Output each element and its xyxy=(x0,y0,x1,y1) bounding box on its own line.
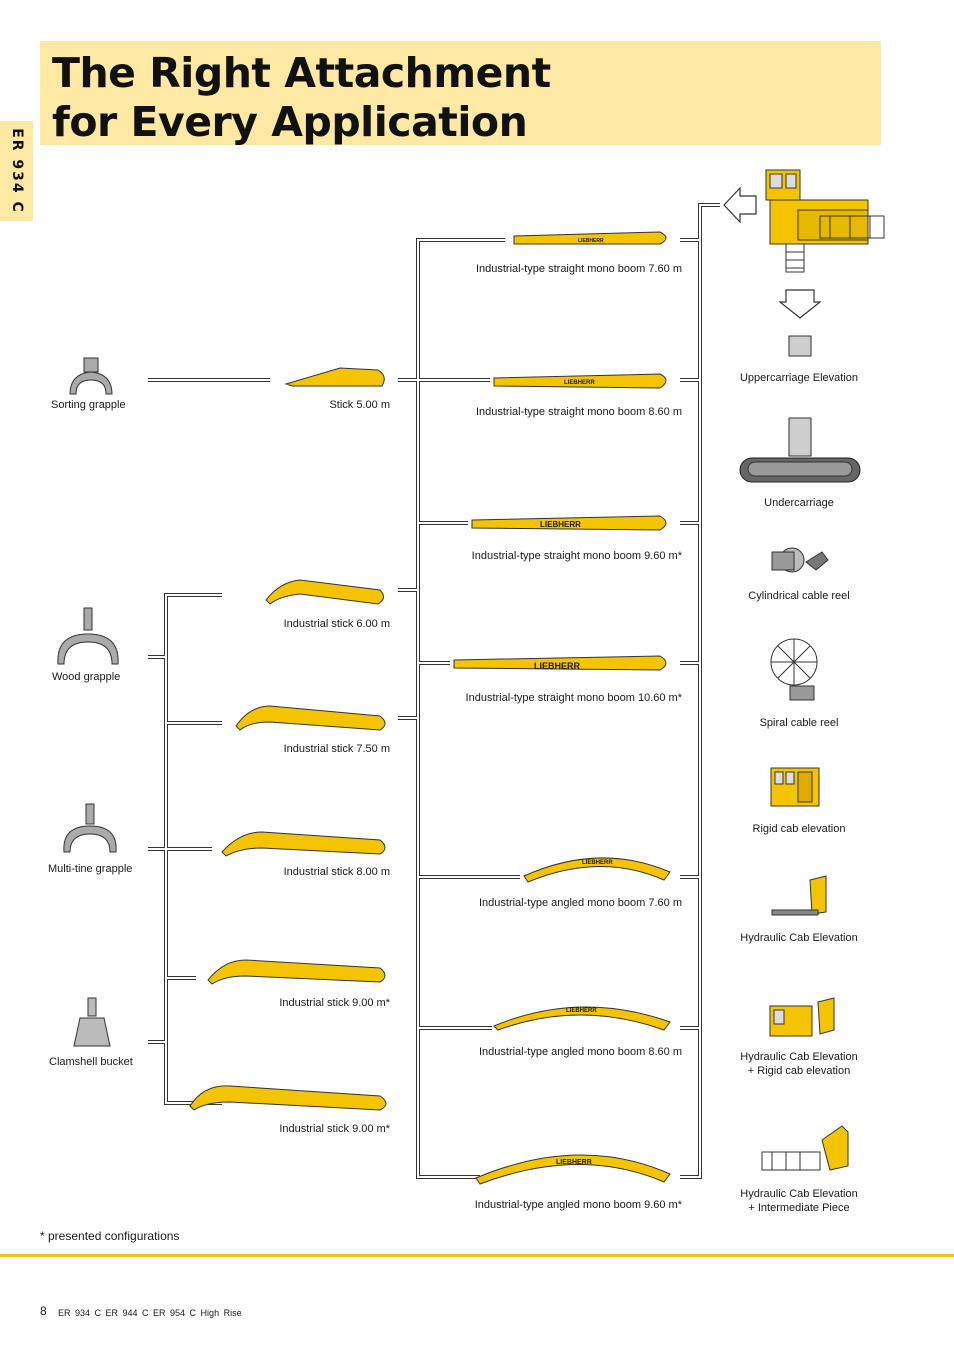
boom-angled-7-6-shape xyxy=(523,857,671,883)
tool-label-sorting-grapple: Sorting grapple xyxy=(51,399,126,411)
stick-label-9a: Industrial stick 9.00 m* xyxy=(279,997,390,1009)
component-label-hydraulic-rigid-line1: Hydraulic Cab Elevation xyxy=(740,1051,858,1063)
stick-shapes xyxy=(189,367,387,1111)
spiral-cable-reel-icon xyxy=(770,638,818,701)
boom-label-straight-10-6: Industrial-type straight mono boom 10.60… xyxy=(465,692,682,704)
component-label-spiral-reel: Spiral cable reel xyxy=(759,717,839,729)
stick-label-9b: Industrial stick 9.00 m* xyxy=(279,1123,390,1135)
stick-label-6: Industrial stick 6.00 m xyxy=(283,618,390,630)
component-label-cylindrical-reel: Cylindrical cable reel xyxy=(748,590,850,602)
stick-label-5: Stick 5.00 m xyxy=(329,399,390,411)
arrow-down-icon xyxy=(778,289,822,319)
boom-straight-8-6-shape xyxy=(493,373,667,389)
boom-straight-9-6-shape xyxy=(471,515,667,531)
boom-shapes xyxy=(453,231,671,1185)
arrow-left-icon xyxy=(723,186,757,224)
undercarriage-icon xyxy=(739,417,861,483)
stick-5-shape xyxy=(284,367,385,387)
boom-label-straight-9-6: Industrial-type straight mono boom 9.60 … xyxy=(471,550,682,562)
machine-illustration xyxy=(765,169,885,273)
page-title-line1: The Right Attachment xyxy=(52,49,551,97)
component-label-hydraulic-cab: Hydraulic Cab Elevation xyxy=(740,932,858,944)
boom-label-angled-8-6: Industrial-type angled mono boom 8.60 m xyxy=(478,1046,682,1058)
component-label-hydraulic-intermediate-line2: + Intermediate Piece xyxy=(748,1202,850,1214)
page-number: 8 xyxy=(40,1304,47,1318)
boom-brand-5: LIEBHERR xyxy=(582,860,613,866)
component-label-uppercarriage: Uppercarriage Elevation xyxy=(739,372,859,384)
tool-label-wood-grapple: Wood grapple xyxy=(52,671,121,683)
component-label-hydraulic-rigid-line2: + Rigid cab elevation xyxy=(747,1065,851,1077)
page-title-line2: for Every Application xyxy=(52,98,528,146)
boom-brand-2: LIEBHERR xyxy=(564,380,595,386)
multi-tine-grapple-icon xyxy=(63,803,117,853)
hydraulic-rigid-cab-elevation-icon xyxy=(769,997,835,1037)
component-label-rigid-cab: Rigid cab elevation xyxy=(752,823,846,835)
boom-brand-1: LIEBHERR xyxy=(578,238,604,244)
component-label-hydraulic-intermediate-line1: Hydraulic Cab Elevation xyxy=(740,1188,858,1200)
boom-angled-9-6-shape xyxy=(475,1154,671,1185)
footnote: * presented configurations xyxy=(40,1229,180,1243)
model-side-tab: ER 934 C xyxy=(0,121,33,221)
boom-brand-7: LIEBHERR xyxy=(556,1159,592,1166)
stick-label-8: Industrial stick 8.00 m xyxy=(283,866,390,878)
stick-9b-shape xyxy=(189,1085,387,1111)
footer-models: ER 934 C ER 944 C ER 954 C High Rise xyxy=(58,1308,242,1318)
boom-brand-3: LIEBHERR xyxy=(540,520,581,529)
stick-7-5-shape xyxy=(235,705,386,731)
boom-label-angled-9-6: Industrial-type angled mono boom 9.60 m* xyxy=(474,1199,682,1211)
boom-label-straight-8-6: Industrial-type straight mono boom 8.60 … xyxy=(475,406,682,418)
boom-straight-7-6-shape xyxy=(513,231,667,245)
boom-brand-4: LIEBHERR xyxy=(534,661,581,671)
boom-brand-6: LIEBHERR xyxy=(566,1008,597,1014)
sorting-grapple-icon xyxy=(69,357,113,395)
boom-label-straight-7-6: Industrial-type straight mono boom 7.60 … xyxy=(475,263,682,275)
hydraulic-cab-elevation-icon xyxy=(771,875,827,916)
stick-label-7-5: Industrial stick 7.50 m xyxy=(283,743,390,755)
uppercarriage-elevation-icon xyxy=(788,335,812,357)
stick-9a-shape xyxy=(207,959,386,985)
clamshell-bucket-icon xyxy=(73,997,111,1047)
boom-angled-8-6-shape xyxy=(493,1006,671,1031)
footer-divider xyxy=(0,1254,954,1257)
tool-label-clamshell-bucket: Clamshell bucket xyxy=(49,1056,133,1068)
title-banner: The Right Attachment for Every Applicati… xyxy=(40,41,881,147)
stick-8-shape xyxy=(221,831,386,857)
boom-straight-10-6-shape xyxy=(453,655,667,671)
tool-label-multi-tine-grapple: Multi-tine grapple xyxy=(48,863,133,875)
rigid-cab-elevation-icon xyxy=(770,767,820,807)
component-label-undercarriage: Undercarriage xyxy=(764,497,834,509)
hydraulic-intermediate-cab-elevation-icon xyxy=(761,1125,849,1171)
stick-6-shape xyxy=(265,579,384,605)
page-title: The Right Attachment for Every Applicati… xyxy=(52,49,551,147)
boom-label-angled-7-6: Industrial-type angled mono boom 7.60 m xyxy=(478,897,682,909)
cylindrical-cable-reel-icon xyxy=(771,547,829,573)
wood-grapple-icon xyxy=(57,607,119,665)
attachment-diagram xyxy=(57,169,885,1185)
